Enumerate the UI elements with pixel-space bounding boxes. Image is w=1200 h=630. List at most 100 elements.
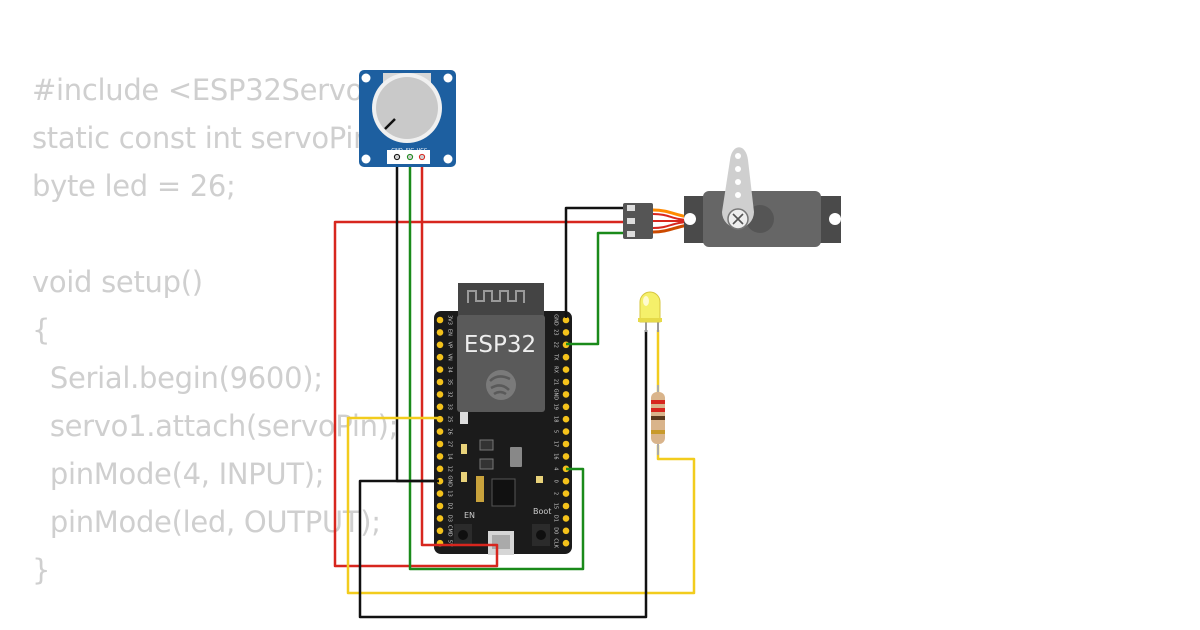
esp32-board[interactable]: ESP32 EN Boot 3V3ENVPVN34353233252627141… bbox=[434, 283, 572, 555]
pin-13[interactable] bbox=[436, 490, 444, 497]
pin-label: 32 bbox=[447, 391, 453, 397]
en-button-label: EN bbox=[464, 511, 475, 520]
wire-green-servo-signal[interactable] bbox=[566, 231, 623, 346]
pin-d3[interactable] bbox=[436, 515, 444, 522]
pin-label: 14 bbox=[447, 453, 453, 459]
pin-label: 15 bbox=[553, 503, 559, 509]
usb-uart-chip bbox=[491, 478, 516, 507]
pin-label: 4 bbox=[553, 467, 559, 470]
pin-5[interactable] bbox=[562, 428, 570, 435]
antenna-trace-icon bbox=[467, 290, 525, 303]
pin-label: CMD bbox=[447, 525, 453, 537]
code-line: pinMode(led, OUTPUT); bbox=[32, 505, 381, 539]
wire-black-led-cathode[interactable] bbox=[358, 330, 648, 619]
pin-2[interactable] bbox=[562, 490, 570, 497]
pin-35[interactable] bbox=[436, 378, 444, 386]
pin-label: 12 bbox=[447, 466, 453, 472]
code-line: } bbox=[32, 553, 51, 587]
pot-pin-label: SIG bbox=[406, 148, 415, 154]
pin-19[interactable] bbox=[562, 403, 570, 411]
pin-label: 27 bbox=[447, 441, 453, 447]
pin-label: 5 bbox=[553, 430, 559, 433]
pin-cmd[interactable] bbox=[436, 527, 444, 535]
pot-pin-gnd[interactable] bbox=[393, 153, 401, 161]
pin-d1[interactable] bbox=[562, 515, 570, 522]
pin-18[interactable] bbox=[562, 415, 570, 423]
pin-vn[interactable] bbox=[436, 353, 444, 361]
pin-14[interactable] bbox=[436, 453, 444, 460]
pin-label: EN bbox=[447, 329, 453, 336]
pin-23[interactable] bbox=[562, 329, 570, 336]
code-line: void setup() bbox=[32, 265, 203, 299]
wire-yellow-led-signal[interactable] bbox=[346, 416, 696, 595]
resistor[interactable] bbox=[651, 385, 665, 455]
pin-label: 3V3 bbox=[447, 315, 453, 325]
wire-black-servo-gnd[interactable] bbox=[564, 206, 623, 318]
pin-label: 19 bbox=[553, 404, 559, 410]
code-line: byte led = 26; bbox=[32, 169, 236, 203]
pin-label: TX bbox=[553, 353, 559, 361]
micro-usb-port[interactable] bbox=[488, 531, 514, 555]
pin-gnd[interactable] bbox=[562, 391, 570, 398]
pin-label: 2 bbox=[553, 492, 559, 495]
pin-label: D1 bbox=[553, 515, 559, 522]
pot-pin-label: GND bbox=[391, 148, 403, 154]
servo-motor[interactable] bbox=[623, 147, 841, 247]
pin-label: RX bbox=[553, 366, 559, 373]
pin-label: 33 bbox=[447, 404, 453, 410]
pot-pin-vcc[interactable] bbox=[418, 153, 426, 161]
code-line: pinMode(4, INPUT); bbox=[32, 457, 325, 491]
pot-pin-label: VCC bbox=[417, 148, 428, 154]
pot-knob[interactable] bbox=[376, 77, 438, 139]
wire-red-vcc[interactable] bbox=[333, 158, 623, 568]
pin-label: GND bbox=[553, 314, 559, 326]
pin-tx[interactable] bbox=[562, 353, 570, 361]
pin-34[interactable] bbox=[436, 366, 444, 373]
espressif-logo-icon bbox=[486, 370, 516, 400]
boot-button[interactable] bbox=[532, 524, 550, 546]
code-line: Serial.begin(9600); bbox=[32, 361, 323, 395]
code-line: { bbox=[32, 313, 51, 347]
pin-label: 23 bbox=[553, 329, 559, 335]
pin-label: D3 bbox=[447, 515, 453, 522]
pin-label: D2 bbox=[447, 502, 453, 509]
pin-clk[interactable] bbox=[562, 539, 570, 547]
servo-connector bbox=[623, 203, 653, 239]
pin-33[interactable] bbox=[436, 403, 444, 411]
pin-label: 25 bbox=[447, 416, 453, 422]
pin-label: CLK bbox=[553, 538, 559, 548]
pin-label: VN bbox=[447, 354, 453, 361]
pin-0[interactable] bbox=[562, 477, 570, 485]
pin-en[interactable] bbox=[436, 329, 444, 336]
pin-21[interactable] bbox=[562, 378, 570, 386]
pin-32[interactable] bbox=[436, 391, 444, 398]
servo-horn[interactable] bbox=[722, 147, 754, 228]
pin-label: 16 bbox=[553, 453, 559, 459]
pin-d0[interactable] bbox=[562, 527, 570, 535]
wire-black-pot-gnd[interactable] bbox=[395, 158, 439, 483]
pin-label: 35 bbox=[447, 379, 453, 385]
en-button[interactable] bbox=[454, 524, 472, 546]
pin-26[interactable] bbox=[436, 428, 444, 435]
pin-label: 18 bbox=[553, 416, 559, 422]
pot-indicator bbox=[384, 118, 396, 130]
pin-vp[interactable] bbox=[436, 341, 444, 349]
pin-rx[interactable] bbox=[562, 366, 570, 373]
wire-green-pot-sig[interactable] bbox=[408, 158, 585, 571]
pin-label: 34 bbox=[447, 366, 453, 372]
pin-gnd[interactable] bbox=[436, 477, 444, 485]
pin-17[interactable] bbox=[562, 440, 570, 448]
pin-label: 21 bbox=[553, 379, 559, 385]
pin-16[interactable] bbox=[562, 453, 570, 460]
left-pin-header: 3V3ENVPVN343532332526271412GND13D2D3CMD5… bbox=[436, 315, 453, 547]
pin-gnd[interactable] bbox=[562, 316, 570, 324]
pin-27[interactable] bbox=[436, 440, 444, 448]
pin-3v3[interactable] bbox=[436, 316, 444, 324]
pin-12[interactable] bbox=[436, 465, 444, 473]
pin-15[interactable] bbox=[562, 502, 570, 510]
led-yellow[interactable] bbox=[638, 291, 662, 332]
pin-d2[interactable] bbox=[436, 502, 444, 510]
pot-pin-sig[interactable] bbox=[406, 153, 414, 161]
